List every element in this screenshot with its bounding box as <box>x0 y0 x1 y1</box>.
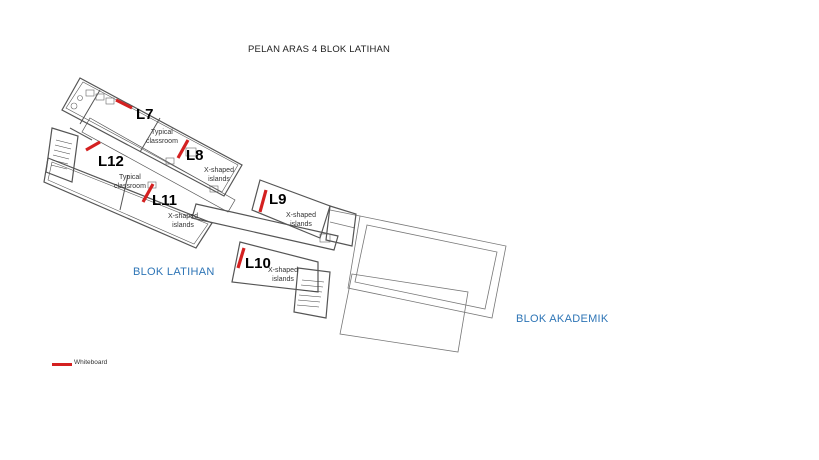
room-l8-label: L8 <box>186 147 204 164</box>
whiteboard-legend-label: Whiteboard <box>74 359 108 366</box>
whiteboard-l9 <box>258 189 268 213</box>
room-l10-desc-line1: X-shaped <box>268 267 298 274</box>
room-l7-label: L7 <box>136 106 154 123</box>
whiteboard-l8 <box>176 139 190 159</box>
legend: Whiteboard <box>50 358 140 370</box>
room-l11-desc-line1: X-shaped <box>168 213 198 220</box>
room-l8-desc-line1: X-shaped <box>204 167 234 174</box>
room-l12-label: L12 <box>98 153 124 170</box>
plan-title: PELAN ARAS 4 BLOK LATIHAN <box>248 44 391 55</box>
room-l12-desc-line2: classroom <box>114 183 146 190</box>
whiteboards <box>85 98 268 269</box>
room-l12-desc: Typical classroom <box>114 173 146 191</box>
whiteboard-l10 <box>236 247 246 269</box>
room-l9-desc: X-shaped islands <box>286 211 316 229</box>
whiteboard-l12 <box>85 140 101 152</box>
whiteboard-legend-swatch <box>52 363 72 366</box>
blok-latihan-label: BLOK LATIHAN <box>133 266 215 278</box>
room-l7-desc-line2: classroom <box>146 138 178 145</box>
room-l11-desc: X-shaped islands <box>168 212 198 230</box>
room-l11-label: L11 <box>152 192 178 209</box>
room-l10-label: L10 <box>245 255 271 272</box>
service-fixtures <box>70 89 331 243</box>
room-l9-desc-line1: X-shaped <box>286 212 316 219</box>
room-l10-desc: X-shaped islands <box>268 266 298 284</box>
room-l9-label: L9 <box>269 191 287 208</box>
room-l10-desc-line2: islands <box>272 276 294 283</box>
stairs <box>50 139 325 308</box>
room-l8-desc: X-shaped islands <box>204 166 234 184</box>
blok-akademik-outline <box>329 209 507 353</box>
room-dividers <box>69 89 161 211</box>
blok-akademik-label: BLOK AKADEMIK <box>516 313 609 325</box>
blok-latihan-walls <box>43 77 357 319</box>
room-l9-desc-line2: islands <box>290 221 312 228</box>
room-l11-desc-line2: islands <box>172 222 194 229</box>
room-l8-desc-line2: islands <box>208 176 230 183</box>
whiteboard-l11 <box>141 183 155 203</box>
room-l7-desc-line1: Typical <box>151 129 173 136</box>
room-l7-desc: Typical classroom <box>146 128 178 146</box>
whiteboard-l7 <box>115 98 133 110</box>
room-l12-desc-line1: Typical <box>119 174 141 181</box>
